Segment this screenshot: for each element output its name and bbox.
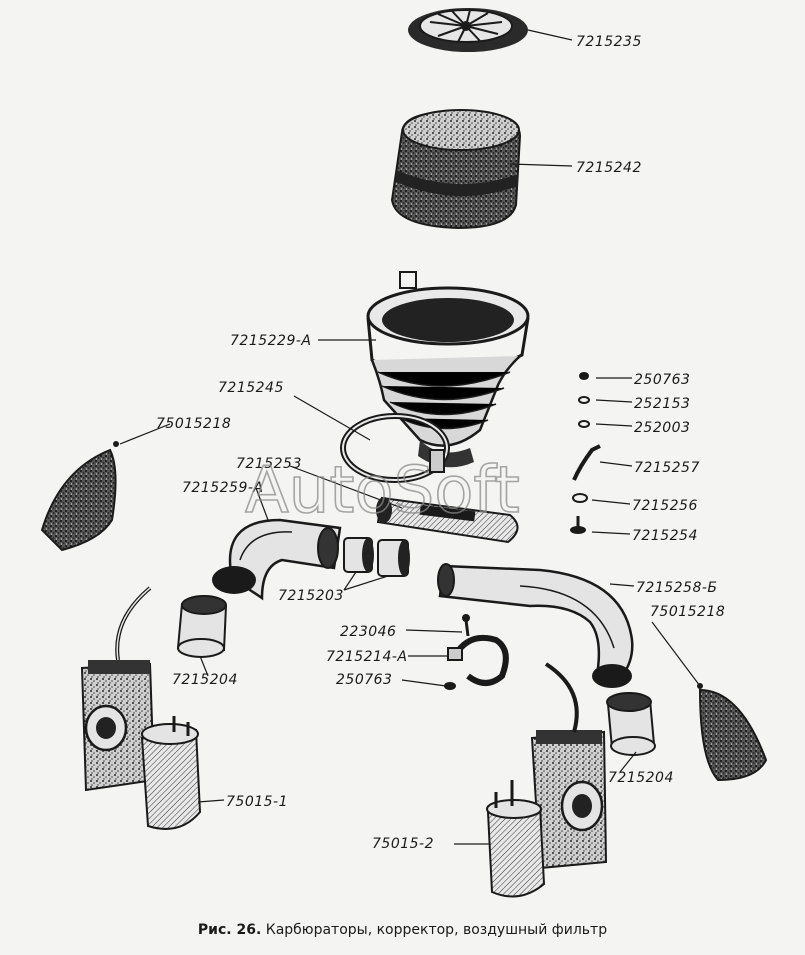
label-7215254: 7215254 [632,528,698,544]
filter-element [390,109,522,230]
small-hardware [570,372,601,534]
label-7215256: 7215256 [632,498,698,514]
elbow-pipe-left [212,518,342,601]
label-223046: 223046 [340,624,396,640]
elbow-pipe-right [437,563,634,688]
label-7215245: 7215245 [218,380,284,396]
carburetor-right [486,662,608,898]
filter-housing [366,271,530,468]
hose-clamp [444,614,509,690]
figure-caption: Рис. 26. Карбюраторы, корректор, воздушн… [0,922,805,938]
leader-lines [119,29,701,845]
label-75015218-left: 75015218 [156,416,231,432]
label-75015218-right: 75015218 [650,604,725,620]
watermark: AutoSoft [245,454,520,528]
caption-number: Рис. 26. [197,922,262,938]
caption-text: Карбюраторы, корректор, воздушный фильтр [265,922,608,938]
label-252153: 252153 [634,396,690,412]
label-250763-upper: 250763 [634,372,690,388]
label-75015-2: 75015-2 [372,836,434,852]
label-7215204-right: 7215204 [608,770,674,786]
sleeve-left [176,595,228,658]
label-7215214-a: 7215214-А [326,649,407,665]
air-filter-cap [408,8,528,52]
label-250763-lower: 250763 [336,672,392,688]
rubber-cover-right [697,683,768,782]
part-labels: 7215235 7215242 7215229-А 7215245 750152… [156,34,725,852]
label-7215259-a: 7215259-А [182,480,263,496]
slotted-tube [376,496,519,544]
label-7215257: 7215257 [634,460,700,476]
carburetor-left [80,586,202,830]
label-7215253: 7215253 [236,456,302,472]
label-75015-1: 75015-1 [226,794,288,810]
clamp-ring [340,413,450,483]
label-7215204-left: 7215204 [172,672,238,688]
label-7215203: 7215203 [278,588,344,604]
sleeve-right [606,692,656,756]
label-7215242: 7215242 [576,160,642,176]
label-7215235: 7215235 [576,34,642,50]
label-7215258-b: 7215258-Б [636,580,718,596]
rubber-cover-left [40,441,119,552]
label-252003: 252003 [634,420,690,436]
label-7215229-a: 7215229-А [230,333,311,349]
bushings [343,537,410,577]
